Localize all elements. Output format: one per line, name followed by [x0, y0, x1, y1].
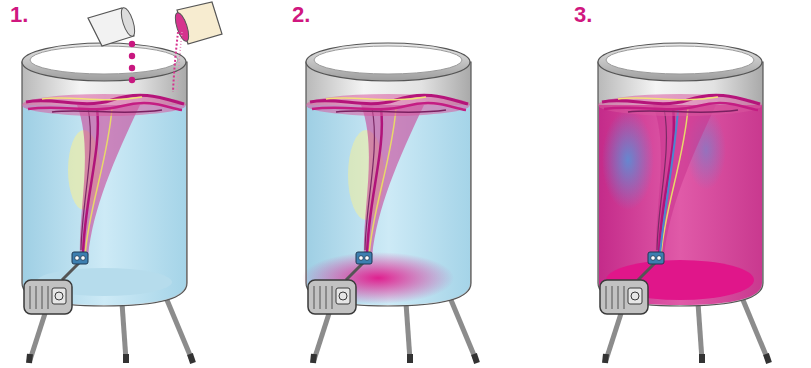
step-number: 2. — [292, 4, 310, 26]
tank-one — [22, 2, 222, 363]
pouring-cups — [88, 2, 222, 92]
tank-two — [302, 43, 477, 363]
step-number: 1. — [10, 4, 28, 26]
step-number: 3. — [574, 4, 592, 26]
tank-three — [598, 43, 769, 363]
